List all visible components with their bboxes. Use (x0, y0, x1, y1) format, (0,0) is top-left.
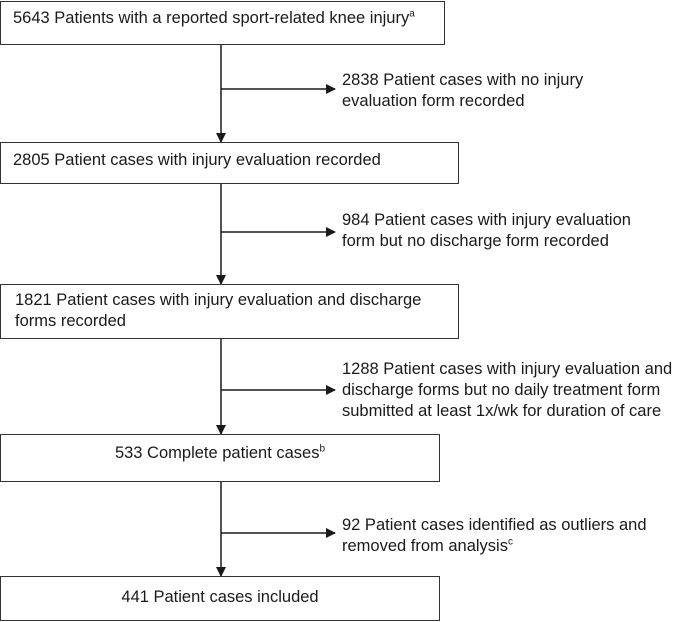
box-total-patients: 5643 Patients with a reported sport-rela… (0, 1, 445, 45)
exclusion-no-daily-treatment: 1288 Patient cases with injury evaluatio… (342, 359, 687, 422)
box-injury-evaluation: 2805 Patient cases with injury evaluatio… (0, 142, 459, 184)
exclusion-no-discharge: 984 Patient cases with injury evaluation… (342, 210, 662, 252)
box-complete-cases-text: 533 Complete patient cases (114, 444, 320, 462)
footnote-c: c (507, 536, 513, 548)
exclusion-no-discharge-text: 984 Patient cases with injury evaluation… (342, 211, 631, 250)
footnote-b: b (319, 443, 326, 455)
exclusion-outliers: 92 Patient cases identified as outliers … (342, 515, 682, 557)
box-evaluation-discharge: 1821 Patient cases with injury evaluatio… (0, 284, 459, 339)
exclusion-no-evaluation-text: 2838 Patient cases with no injury evalua… (342, 71, 584, 110)
box-included-cases: 441 Patient cases included (0, 576, 440, 621)
exclusion-no-evaluation: 2838 Patient cases with no injury evalua… (342, 70, 602, 112)
box-total-patients-text: 5643 Patients with a reported sport-rela… (13, 9, 410, 27)
footnote-a: a (409, 8, 415, 20)
box-evaluation-discharge-text: 1821 Patient cases with injury evaluatio… (15, 291, 422, 330)
box-complete-cases: 533 Complete patient casesb (0, 434, 440, 482)
exclusion-no-daily-treatment-text: 1288 Patient cases with injury evaluatio… (342, 360, 673, 420)
box-included-cases-text: 441 Patient cases included (121, 588, 319, 606)
box-injury-evaluation-text: 2805 Patient cases with injury evaluatio… (13, 151, 381, 169)
exclusion-outliers-text: 92 Patient cases identified as outliers … (342, 516, 647, 555)
